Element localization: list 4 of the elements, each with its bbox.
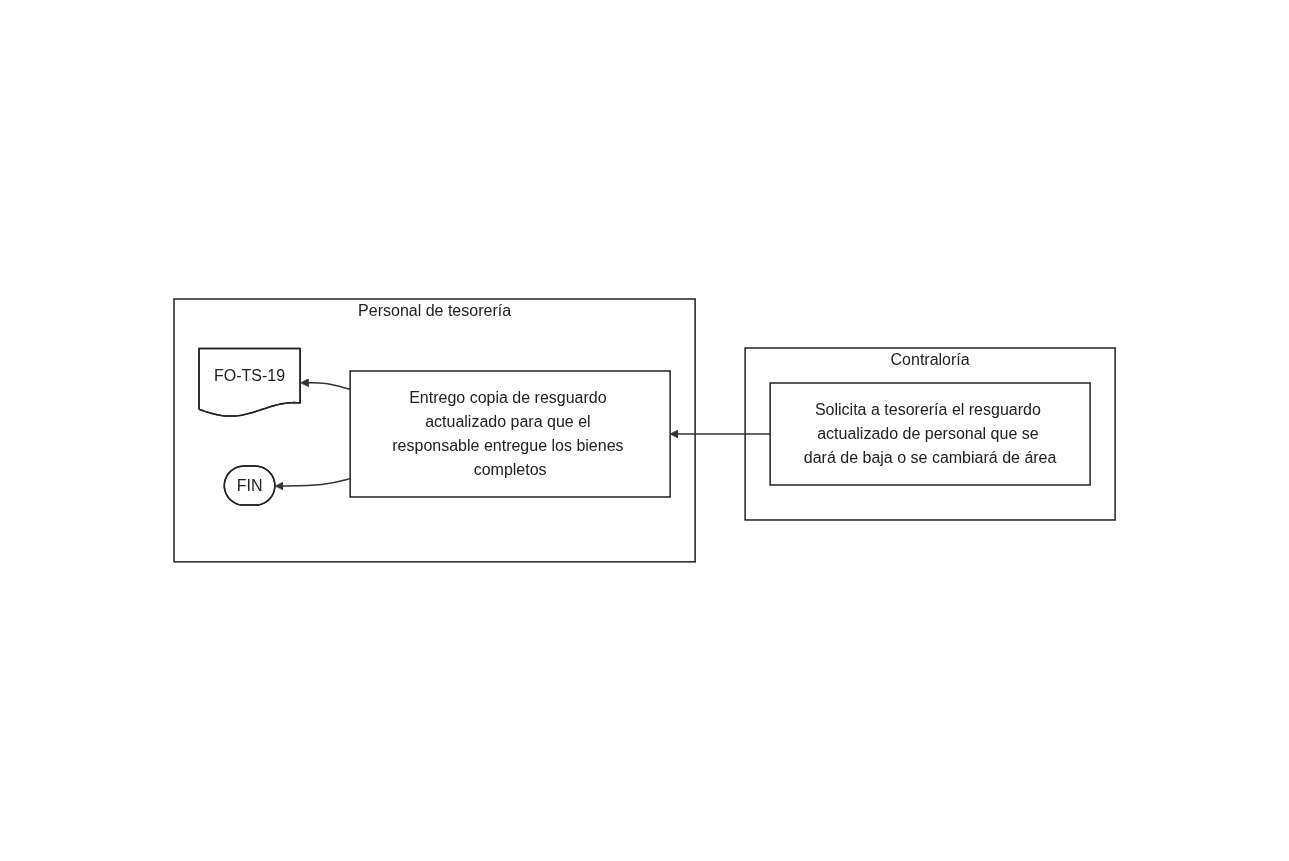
node-box: Solicita a tesorería el resguardo actualizado de personal que se dará de baja o se cambiará de área <box>769 382 1091 486</box>
arrow <box>300 378 351 391</box>
arrow <box>274 477 351 491</box>
node-box: Entrego copia de resguardo actualizado para que el responsable entregue los bienes completos <box>349 370 671 498</box>
